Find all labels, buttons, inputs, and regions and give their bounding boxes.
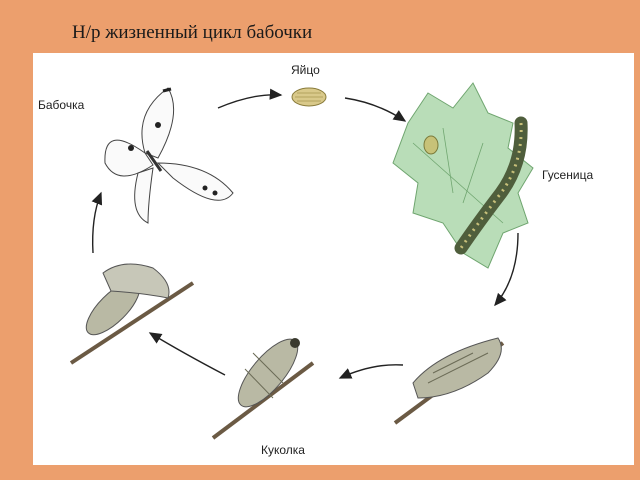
slide-title: Н/р жизненный цикл бабочки (72, 22, 313, 43)
arrow-pupa-to-emerging (148, 332, 226, 376)
egg-illustration (291, 87, 327, 107)
arrow-pupa-to-pupa (338, 364, 404, 379)
pupa-label: Куколка (261, 443, 305, 457)
egg-label: Яйцо (291, 63, 320, 77)
caterpillar-label: Гусеница (542, 168, 594, 182)
pupa-illustration-right (393, 337, 505, 425)
arrow-caterpillar-to-pupa (494, 232, 519, 307)
butterfly-label: Бабочка (38, 98, 85, 112)
arrow-emerging-to-butterfly (91, 191, 103, 254)
butterfly-illustration (104, 87, 234, 224)
arrow-egg-to-caterpillar (344, 97, 407, 122)
life-cycle-diagram: Яйцо Бабочка Гусеница Куколка (33, 53, 634, 465)
pupa-illustration-left (211, 338, 315, 440)
life-cycle-drawing (69, 82, 534, 440)
arrow-butterfly-to-egg (217, 88, 283, 109)
emerging-butterfly-illustration (69, 263, 195, 365)
leaf-with-caterpillar (392, 82, 534, 269)
